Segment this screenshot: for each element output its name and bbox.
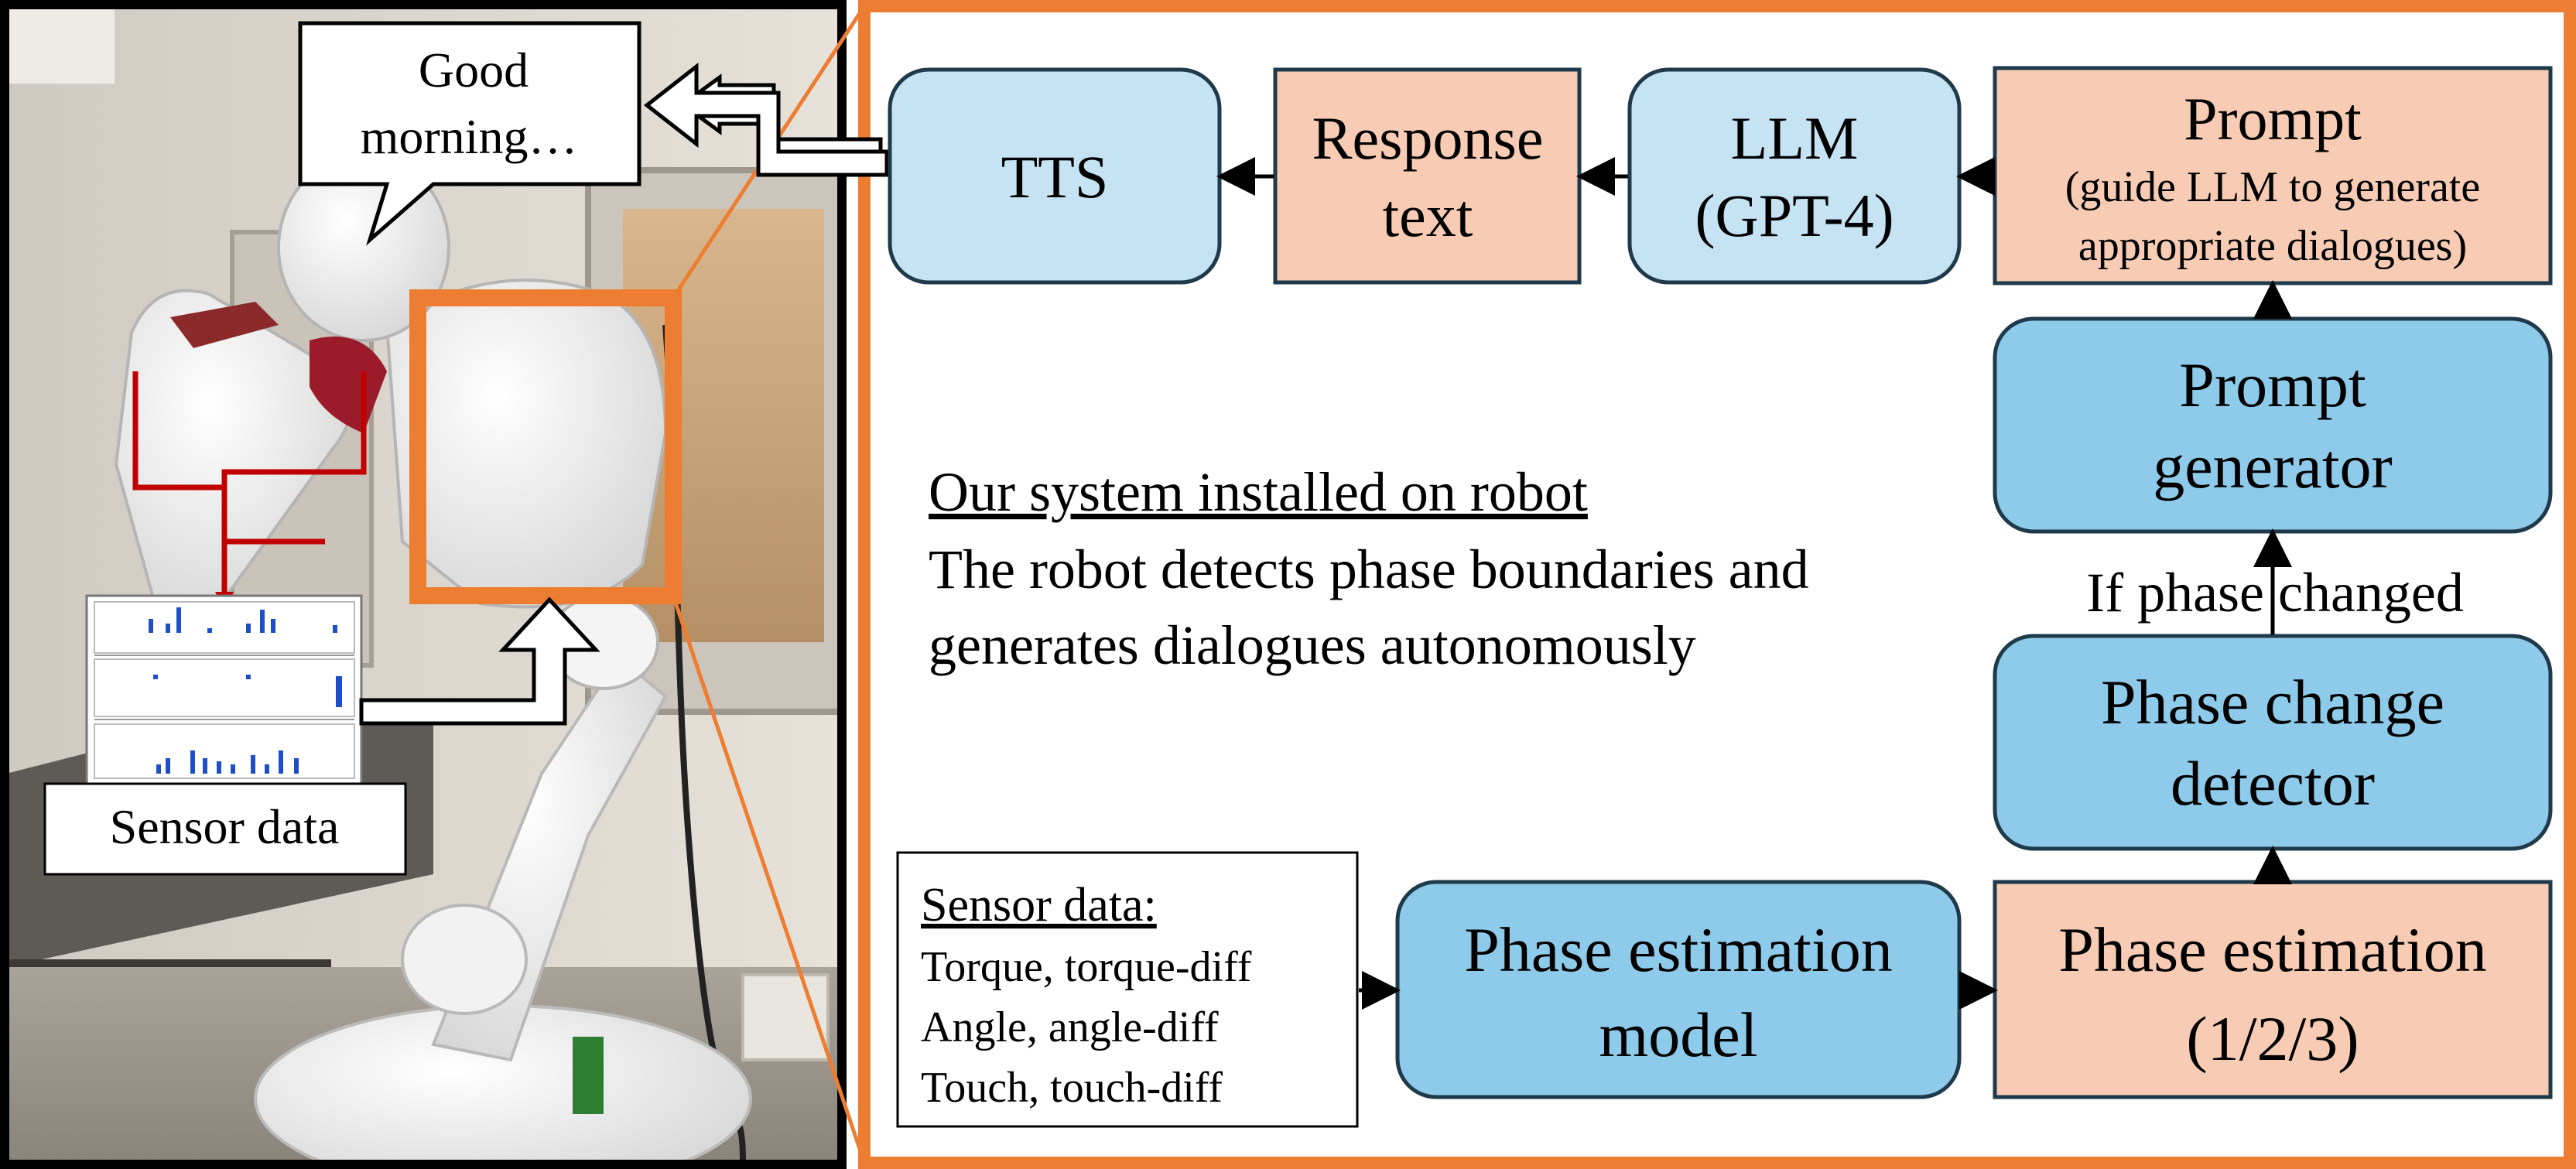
robot-hand: [170, 302, 279, 348]
robot-base-port: [573, 1037, 604, 1114]
description-line1: The robot detects phase boundaries and: [929, 538, 1809, 600]
node-response-text-line1: Response: [1312, 104, 1544, 172]
robot-shoulder-red: [310, 337, 387, 433]
speech-bubble-line2: morning…: [361, 109, 578, 164]
tts-output-arrow-body: [643, 62, 889, 177]
node-prompt-generator-line2: generator: [2153, 431, 2393, 501]
sensor-data-line3: Touch, touch-diff: [921, 1064, 1223, 1112]
node-tts-label: TTS: [1001, 143, 1109, 210]
node-llm-line1: LLM: [1731, 104, 1859, 172]
node-phase-estimation-line2: (1/2/3): [2186, 1003, 2359, 1074]
sensor-data-line1: Torque, torque-diff: [921, 943, 1252, 991]
air-conditioner: [6, 6, 115, 84]
node-prompt-sub1: (guide LLM to generate: [2065, 163, 2480, 211]
robot-highlight-box: [409, 289, 682, 604]
node-phase-estimation-model-line1: Phase estimation: [1464, 914, 1892, 985]
node-response-text-line2: text: [1383, 182, 1473, 249]
node-prompt-sub2: appropriate dialogues): [2078, 222, 2467, 270]
description-line2: generates dialogues autonomously: [929, 614, 1696, 676]
sensor-data-line2: Angle, angle-diff: [921, 1003, 1219, 1051]
sensor-panel: [85, 594, 363, 785]
sensor-data-box: [896, 851, 1359, 1128]
node-phase-estimation-line1: Phase estimation: [2058, 914, 2486, 985]
robot-photo-panel: [6, 6, 847, 1169]
sensor-mini-bars: [149, 607, 342, 774]
node-llm-line2: (GPT-4): [1695, 182, 1894, 249]
node-prompt: [1993, 66, 2553, 285]
photo-frame: [0, 0, 847, 1169]
sensor-label: Sensor data: [110, 799, 340, 854]
sensor-input-arrow: [359, 596, 600, 726]
speech-bubble-line1: Good: [419, 43, 529, 97]
node-prompt-title: Prompt: [2184, 85, 2362, 152]
node-llm: [1627, 67, 1962, 285]
flow-arrows: [1216, 157, 2292, 1010]
node-phase-change-detector-line1: Phase change: [2101, 667, 2444, 737]
speech-bubble: [298, 21, 641, 246]
node-response-text: [1273, 67, 1582, 285]
node-phase-estimation-model-line2: model: [1599, 1000, 1758, 1070]
description-heading: Our system installed on robot: [929, 461, 1588, 523]
robot-knee: [401, 904, 528, 1015]
sensor-data-heading: Sensor data:: [921, 879, 1157, 931]
sensor-label-box: [43, 782, 407, 876]
joint-marker-lines: [132, 371, 367, 596]
callout-line-bottom: [671, 595, 867, 1164]
node-phase-change-detector-line2: detector: [2171, 748, 2375, 819]
node-prompt-generator-line1: Prompt: [2179, 350, 2366, 420]
edge-label-if-phase-changed: If phase changed: [2086, 562, 2464, 624]
